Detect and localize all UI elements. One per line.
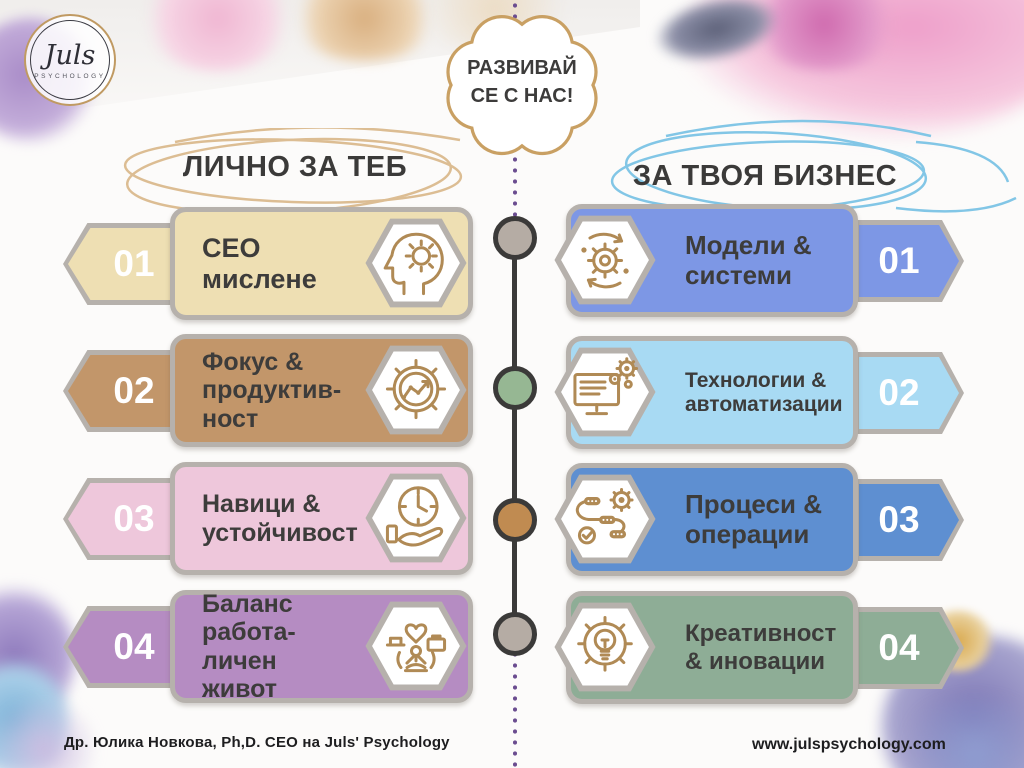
card-label: Процеси & операции — [685, 489, 822, 549]
step-number: 03 — [113, 498, 155, 539]
clock-hand-icon — [365, 473, 467, 563]
step-number: 01 — [878, 240, 920, 281]
step-number: 03 — [878, 499, 920, 540]
number-tag: 03 — [63, 478, 185, 560]
watercolor-splash — [749, 0, 899, 70]
right-section-title: ЗА ТВОЯ БИЗНЕС — [632, 160, 898, 192]
card-label: Креативност & иновации — [685, 620, 837, 675]
step-number: 02 — [878, 372, 920, 413]
card-personal-2: 02 Фокус & продуктив- ност — [0, 334, 1024, 452]
card-label: СЕО мислене — [202, 233, 317, 294]
monitor-gears-icon — [554, 347, 656, 437]
bulb-gear-icon — [554, 602, 656, 692]
card-personal-4: 04 Баланс работа- личен живот — [0, 590, 1024, 708]
card-label: Фокус & продуктив- ност — [202, 348, 342, 433]
timeline-dot-1 — [493, 216, 537, 260]
logo-ring — [30, 20, 110, 100]
card-business-1: 01 Модели & системи — [0, 204, 1024, 322]
card-label: Навици & устойчивост — [202, 490, 358, 547]
card-business-4: 04 Креативност & иновации — [0, 591, 1024, 709]
timeline-dot-2 — [493, 366, 537, 410]
head-gear-icon — [365, 218, 467, 308]
timeline-dot-4 — [493, 612, 537, 656]
number-tag: 01 — [854, 220, 964, 302]
timeline-line — [512, 238, 517, 634]
step-number: 04 — [878, 627, 920, 668]
author-credit: Др. Юлика Новкова, Ph,D. CEO на Juls' Ps… — [64, 734, 450, 751]
process-flow-icon — [554, 474, 656, 564]
number-tag: 02 — [854, 352, 964, 434]
card-business-2: 02 Технологии & автоматизации — [0, 336, 1024, 454]
number-tag: 04 — [63, 606, 185, 688]
number-tag: 03 — [854, 479, 964, 561]
card-label: Модели & системи — [685, 230, 812, 290]
number-tag: 01 — [63, 223, 185, 305]
card-personal-1: 01 СЕО мислене — [0, 207, 1024, 325]
step-number: 01 — [113, 243, 155, 284]
card-personal-3: 03 Навици & устойчивост — [0, 462, 1024, 580]
card-business-3: 03 Процеси & операции — [0, 463, 1024, 581]
cloud-slogan: РАЗВИВАЙ СЕ С НАС! — [467, 57, 577, 107]
step-number: 02 — [113, 370, 155, 411]
website-link[interactable]: www.julspsychology.com — [752, 736, 946, 753]
card-label: Баланс работа- личен живот — [202, 590, 296, 703]
timeline-dot-3 — [493, 498, 537, 542]
gear-chart-icon — [365, 345, 467, 435]
watercolor-splash — [648, 0, 785, 73]
gear-cycle-icon — [554, 215, 656, 305]
card-label: Технологии & автоматизации — [685, 368, 843, 416]
step-number: 04 — [113, 626, 155, 667]
meditation-balance-icon — [365, 601, 467, 691]
number-tag: 04 — [854, 607, 964, 689]
juls-psychology-logo: Juls PSYCHOLOGY — [24, 14, 116, 106]
left-section-title: ЛИЧНО ЗА ТЕБ — [182, 151, 408, 183]
number-tag: 02 — [63, 350, 185, 432]
